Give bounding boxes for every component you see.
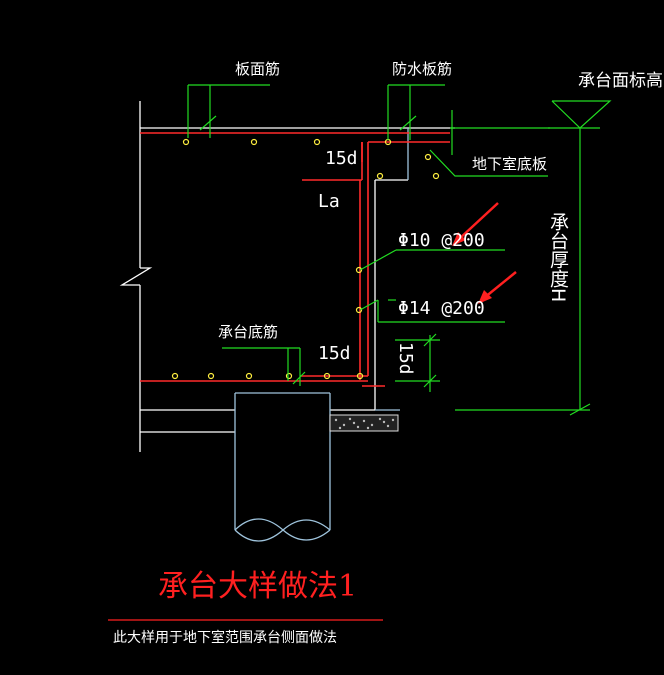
leader-lines	[187, 84, 612, 416]
label-anchorage-la: La	[318, 191, 340, 212]
label-rebar-phi14: Φ14 @200	[398, 298, 485, 319]
label-lap-15d-top: 15d	[325, 148, 358, 169]
label-waterproof-slab-rebar: 防水板筋	[392, 60, 453, 78]
arrow-phi14	[478, 271, 517, 304]
rebar-dots	[171, 138, 440, 380]
label-lap-15d-vertical: 15d	[395, 342, 416, 375]
detail-note: 此大样用于地下室范围承台侧面做法	[113, 630, 337, 646]
rebar-lines	[140, 132, 450, 387]
label-cap-top-elevation: 承台面标高	[578, 71, 663, 91]
label-cap-bottom-rebar: 承台底筋	[218, 323, 279, 341]
detail-title: 承台大样做法1	[158, 569, 358, 604]
cushion-layer	[329, 414, 399, 432]
label-rebar-phi10: Φ10 @200	[398, 230, 485, 251]
label-basement-floor-slab: 地下室底板	[472, 155, 548, 173]
label-cap-thickness-h: 承台厚度H	[547, 212, 569, 303]
pile-cap-outline	[119, 101, 455, 452]
label-lap-15d-bottom: 15d	[318, 343, 351, 364]
arrow-phi10	[452, 202, 499, 246]
label-slab-top-rebar: 板面筋	[235, 60, 281, 78]
